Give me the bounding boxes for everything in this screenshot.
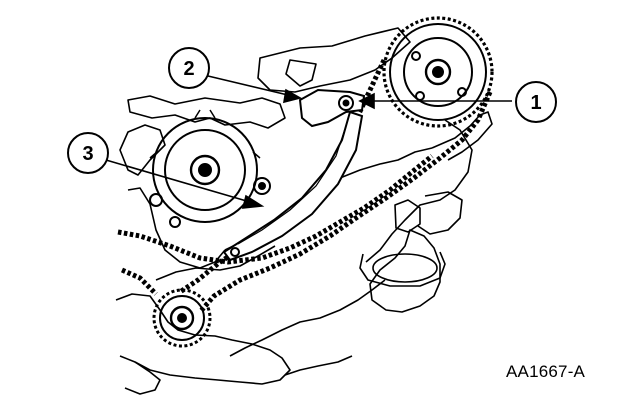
leader-lines <box>105 75 512 209</box>
callout-3-number: 3 <box>82 143 93 165</box>
callout-2: 2 <box>168 47 210 89</box>
chain-guide <box>222 110 364 262</box>
callout-2-number: 2 <box>183 58 194 80</box>
camshaft-sprocket <box>382 16 494 128</box>
callout-1-circle <box>515 81 557 123</box>
water-pump-pulley <box>149 109 271 228</box>
crankshaft-sprocket <box>152 288 212 348</box>
callout-3: 3 <box>67 132 109 174</box>
callout-1: 1 <box>515 81 557 123</box>
callout-1-number: 1 <box>530 92 541 114</box>
figure-id-label: AA1667-A <box>506 362 586 381</box>
callout-2-circle <box>168 47 210 89</box>
callout-3-circle <box>67 132 109 174</box>
tensioner-arm <box>298 88 366 128</box>
